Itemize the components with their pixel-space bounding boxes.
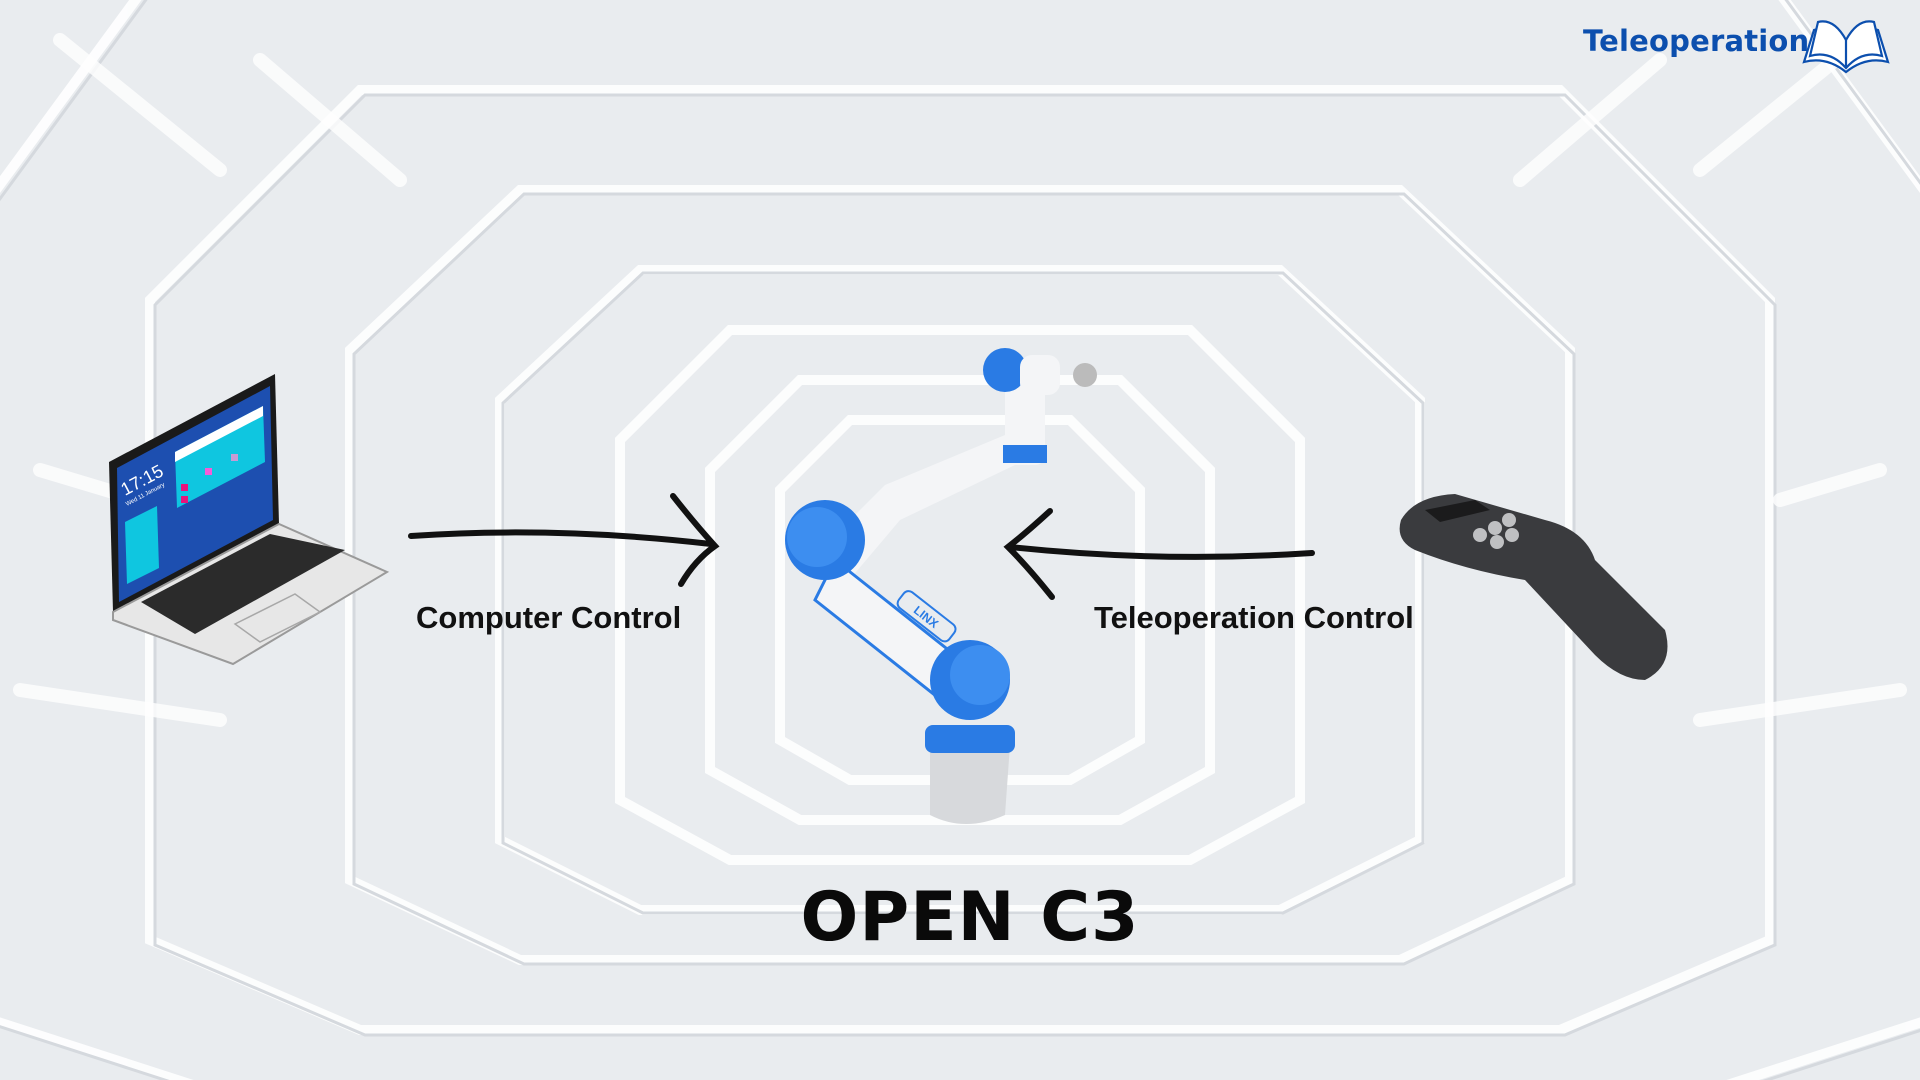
arrow-left-icon [1003, 508, 1315, 600]
teleoperation-control-label: Teleoperation Control [1094, 600, 1414, 635]
handheld-controller-illustration [1399, 494, 1668, 680]
header-title: Teleoperation [1583, 24, 1810, 58]
open-book-icon [1802, 20, 1890, 74]
laptop-illustration: 17:15 Wed 11 January [109, 374, 390, 666]
computer-control-label: Computer Control [416, 600, 682, 635]
robot-arm-illustration: LINX [785, 348, 1097, 824]
arrow-right-icon [408, 493, 720, 587]
product-title: OPEN C3 [800, 878, 1140, 957]
